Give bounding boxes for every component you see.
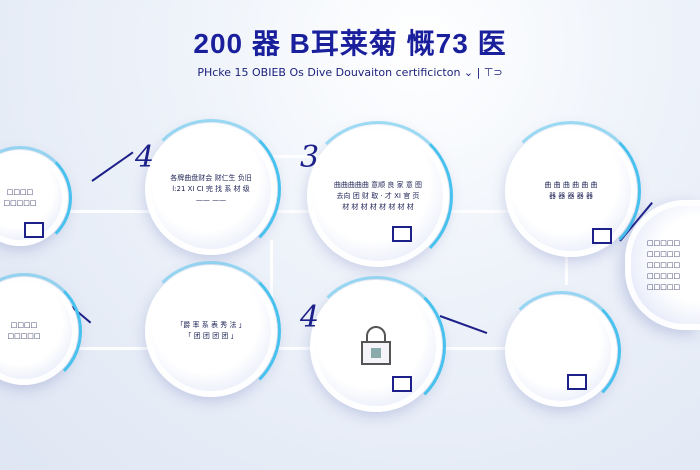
node-text: 「 团 团 团 团 」 [184, 332, 238, 340]
node-text: □□□□ [10, 321, 38, 329]
node-circle[interactable] [501, 291, 621, 411]
node-text: 器 器 器 器 器 [549, 192, 593, 200]
node-text: 曲 曲 曲 曲 曲 曲 [544, 181, 598, 189]
node-circle[interactable] [306, 276, 446, 416]
lock-icon [361, 326, 391, 365]
monitor-icon [592, 228, 612, 244]
node-circle[interactable]: 各牌曲盘财会 财仁生 负旧 l:21 XI CI 完 找 系 材 级 —— —— [141, 119, 281, 259]
node-text: □□□□□ [647, 271, 681, 280]
node-text: □□□□□ [3, 199, 37, 207]
monitor-icon [392, 376, 412, 392]
node-text: 各牌曲盘财会 财仁生 负旧 [170, 173, 252, 182]
node-circle[interactable]: 「爵 率 系 表 秀 法 」「 团 团 团 团 」 [141, 261, 281, 401]
accent-line [91, 151, 134, 182]
node-circle[interactable]: □□□□□□□□□ [0, 273, 82, 389]
node-circle[interactable]: □□□□□□□□□ [0, 146, 72, 250]
node-text: □□□□□ [7, 332, 41, 340]
node-text: —— —— [195, 195, 227, 204]
step-number: 4 [300, 300, 320, 335]
monitor-icon [24, 222, 44, 238]
connector [270, 155, 320, 158]
page-title: 200 器 B耳莱菊 慨73 医 [193, 28, 507, 59]
monitor-icon [567, 374, 587, 390]
node-text: □□□□ [6, 188, 34, 196]
node-text: □□□□□ [647, 249, 681, 258]
node-text: l:21 XI CI 完 找 系 材 级 [172, 184, 250, 193]
connector [270, 240, 273, 320]
node-text: □□□□□ [647, 238, 681, 247]
page-subtitle: PHcke 15 OBIEB Os Dive Douvaiton certifi… [197, 66, 503, 79]
monitor-icon [392, 226, 412, 242]
node-text: 曲曲曲曲曲 意顺 良 家 意 图 [333, 180, 423, 189]
node-text: 去向 团 财 取 · 才 XI 官 页 [336, 191, 420, 200]
accent-line [439, 315, 488, 335]
node-circle[interactable]: 曲 曲 曲 曲 曲 曲器 器 器 器 器 [501, 121, 641, 261]
node-circle[interactable]: 曲曲曲曲曲 意顺 良 家 意 图去向 团 财 取 · 才 XI 官 页材 材 材… [303, 121, 453, 271]
node-text: □□□□□ [647, 260, 681, 269]
node-text: □□□□□ [647, 282, 681, 291]
step-number: 4 [135, 140, 155, 175]
step-number: 3 [300, 140, 320, 175]
node-text: 「爵 率 系 表 秀 法 」 [176, 321, 246, 329]
node-text: 材 材 材 材 材 材 材 材 [342, 202, 414, 211]
connector [565, 245, 568, 285]
